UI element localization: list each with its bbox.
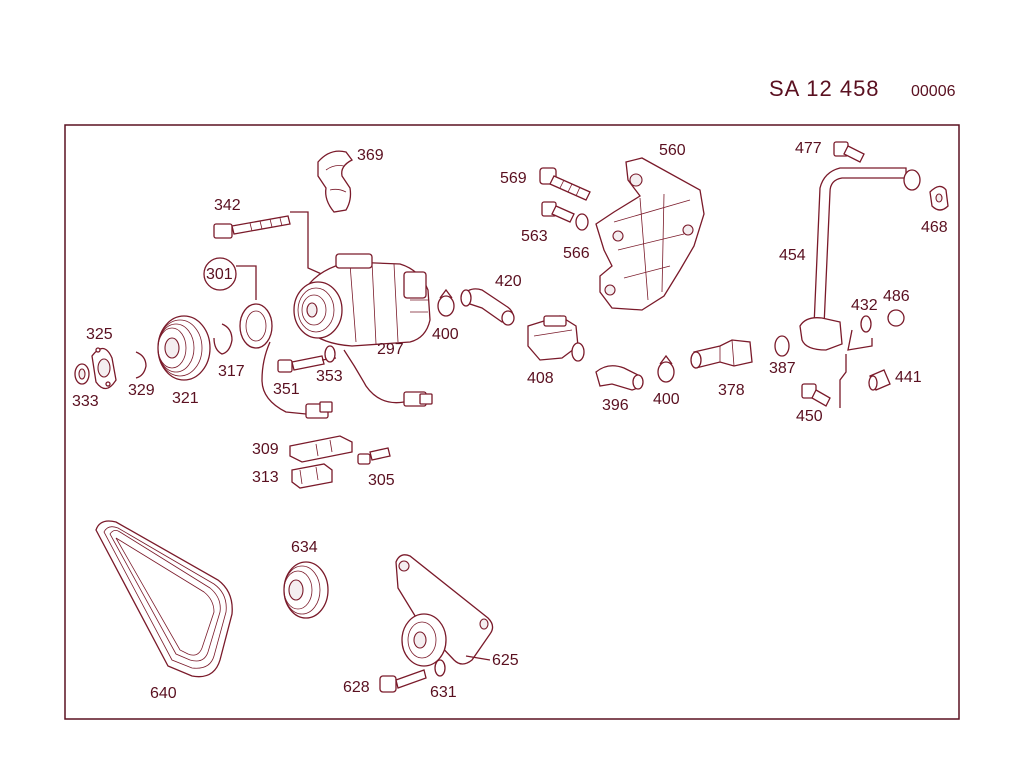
part-387-washer [774, 335, 790, 357]
label-353: 353 [316, 368, 343, 385]
part-420-hose [460, 288, 515, 326]
label-631: 631 [430, 684, 457, 701]
part-353-washer [324, 345, 336, 363]
part-454-pipe [799, 167, 921, 351]
diagram-frame [64, 124, 960, 720]
part-342-bolt [213, 211, 327, 277]
label-625: 625 [492, 652, 519, 669]
part-369-hose [317, 150, 353, 213]
part-301-callout [203, 257, 257, 300]
part-351-bolt [277, 355, 337, 373]
label-563: 563 [521, 228, 548, 245]
diagram-code: SA 12 458 [769, 76, 880, 101]
part-486-nut [887, 309, 905, 327]
part-396-hose [595, 365, 644, 391]
part-468-gasket [929, 185, 949, 211]
label-400-left: 400 [432, 326, 459, 343]
part-560-bracket [595, 157, 705, 311]
label-342: 342 [214, 197, 241, 214]
part-321-pulley [157, 315, 211, 381]
label-468: 468 [921, 219, 948, 236]
part-313-clip [291, 463, 333, 489]
part-329-circlip [135, 351, 147, 379]
label-313: 313 [252, 469, 279, 486]
label-369: 369 [357, 147, 384, 164]
part-325-flange [91, 347, 117, 390]
label-305: 305 [368, 472, 395, 489]
part-labels: 369 342 301 325 333 329 321 317 297 351 … [72, 140, 948, 702]
label-309: 309 [252, 441, 279, 458]
part-317-circlip [213, 323, 233, 355]
label-486: 486 [883, 288, 910, 305]
label-317: 317 [218, 363, 245, 380]
label-432: 432 [851, 297, 878, 314]
label-560: 560 [659, 142, 686, 159]
part-634-pulley [283, 561, 329, 619]
label-396: 396 [602, 397, 629, 414]
label-420: 420 [495, 273, 522, 290]
label-333: 333 [72, 393, 99, 410]
label-408: 408 [527, 370, 554, 387]
label-400-right: 400 [653, 391, 680, 408]
part-625-tensioner [395, 554, 494, 667]
part-450-bolt [801, 329, 873, 408]
part-297-compressor [293, 253, 431, 347]
label-454: 454 [779, 247, 806, 264]
label-640: 640 [150, 685, 177, 702]
label-477: 477 [795, 140, 822, 157]
part-563-bolt [541, 201, 575, 223]
part-628-bolt [379, 669, 427, 693]
label-441: 441 [895, 369, 922, 386]
label-329: 329 [128, 382, 155, 399]
part-305-pin [357, 447, 391, 465]
label-351: 351 [273, 381, 300, 398]
part-569-bolt [539, 167, 591, 201]
part-378-fitting [690, 339, 753, 369]
label-301: 301 [206, 266, 233, 283]
part-631-washer [434, 659, 446, 677]
part-301-seal [239, 303, 273, 349]
label-569: 569 [500, 170, 527, 187]
wiring-harness [261, 341, 433, 419]
label-325: 325 [86, 326, 113, 343]
label-378: 378 [718, 382, 745, 399]
part-408-valve [527, 315, 585, 362]
part-432-washer [860, 315, 872, 333]
label-387: 387 [769, 360, 796, 377]
part-400-clamp-right [657, 354, 675, 383]
part-400-clamp-left [437, 288, 455, 317]
part-566-washer [575, 213, 589, 231]
label-566: 566 [563, 245, 590, 262]
part-477-bolt [833, 141, 865, 163]
part-441-sleeve [868, 369, 891, 391]
part-333-nut [74, 363, 90, 385]
part-309-bracket [289, 435, 353, 463]
part-640-belt [95, 520, 233, 678]
label-321: 321 [172, 390, 199, 407]
label-628: 628 [343, 679, 370, 696]
label-634: 634 [291, 539, 318, 556]
label-450: 450 [796, 408, 823, 425]
sheet-number: 00006 [911, 83, 956, 100]
label-297: 297 [377, 341, 404, 358]
